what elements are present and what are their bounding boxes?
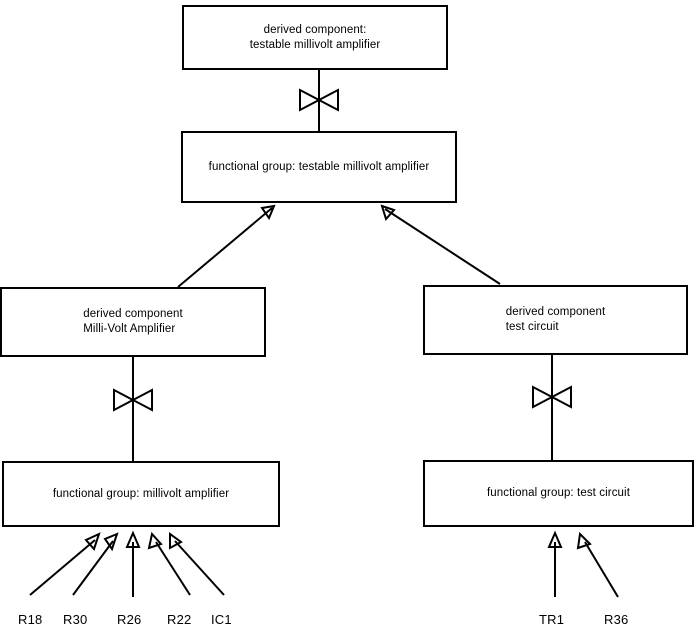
leaf-label-tr1: TR1 <box>539 612 565 627</box>
node-left-derived-component-label: derived component Milli-Volt Amplifier <box>83 308 183 335</box>
inheritance-arrow-left <box>177 204 276 288</box>
leaf-label-r36: R36 <box>604 612 629 627</box>
bowtie-connector-top <box>299 88 339 112</box>
leaf-arrow-r26 <box>125 530 141 597</box>
node-left-functional-group[interactable]: functional group: millivolt amplifier <box>2 461 280 527</box>
leaf-label-r30: R30 <box>63 612 88 627</box>
node-top-functional-group-label: functional group: testable millivolt amp… <box>208 160 430 173</box>
leaf-arrow-r18 <box>29 532 101 596</box>
leaf-arrow-r36 <box>576 531 619 598</box>
leaf-arrow-ic1 <box>169 532 225 596</box>
leaf-arrow-tr1 <box>547 530 563 597</box>
leaf-label-r22: R22 <box>167 612 192 627</box>
bowtie-connector-left <box>113 388 153 412</box>
inheritance-arrow-right <box>380 204 501 285</box>
bowtie-connector-right <box>532 385 572 409</box>
leaf-arrow-r30 <box>72 532 119 596</box>
node-right-derived-component[interactable]: derived component test circuit <box>423 285 688 355</box>
node-left-functional-group-label: functional group: millivolt amplifier <box>52 487 230 500</box>
node-top-derived-component[interactable]: derived component: testable millivolt am… <box>182 5 448 70</box>
leaf-arrow-r22 <box>147 531 191 596</box>
leaf-label-r18: R18 <box>18 612 43 627</box>
node-top-derived-component-label: derived component: testable millivolt am… <box>249 23 381 51</box>
node-left-derived-component[interactable]: derived component Milli-Volt Amplifier <box>0 287 266 357</box>
node-right-functional-group-label: functional group: test circuit <box>487 487 630 499</box>
node-right-derived-component-label: derived component test circuit <box>505 306 606 333</box>
node-top-functional-group[interactable]: functional group: testable millivolt amp… <box>181 131 457 203</box>
leaf-label-r26: R26 <box>117 612 142 627</box>
node-right-functional-group[interactable]: functional group: test circuit <box>423 460 694 527</box>
leaf-label-ic1: IC1 <box>211 612 232 627</box>
